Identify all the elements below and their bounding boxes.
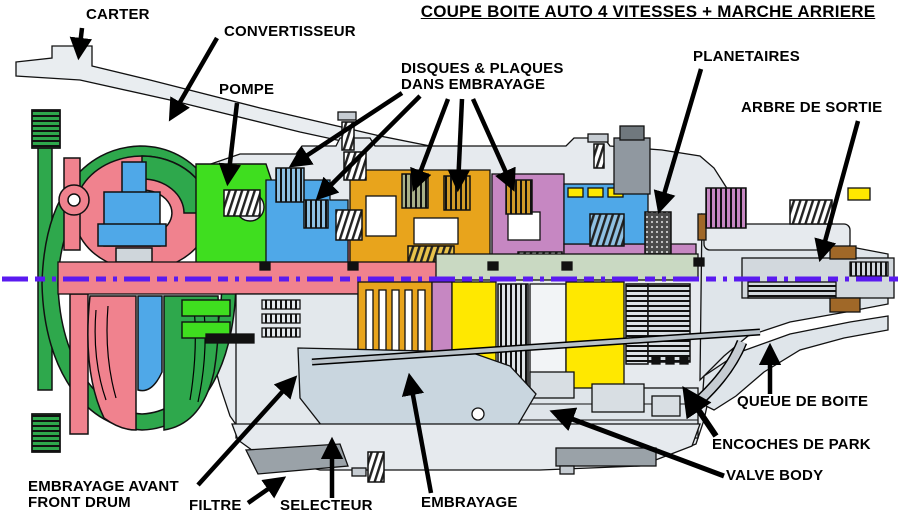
arrow-disques-5 bbox=[470, 98, 516, 192]
arrow-embrayage bbox=[401, 372, 434, 494]
case-plug bbox=[613, 137, 651, 195]
stator-blades-blue bbox=[137, 295, 163, 392]
arrow-arbre-de-sortie bbox=[814, 120, 861, 263]
label-valve-body: VALVE BODY bbox=[726, 467, 824, 484]
shaft-seal-lower bbox=[829, 297, 861, 313]
arrow-disques-2 bbox=[315, 94, 422, 201]
arrow-carter bbox=[69, 27, 93, 61]
label-filtre: FILTRE bbox=[189, 497, 242, 514]
bottom-assembly bbox=[231, 328, 761, 483]
gear-lower-yellow bbox=[565, 281, 625, 391]
arrow-disques-1 bbox=[288, 91, 404, 168]
shaft-seal-upper bbox=[829, 245, 857, 260]
label-encoches-de-park: ENCOCHES DE PARK bbox=[712, 436, 871, 453]
top-fittings bbox=[337, 111, 651, 195]
arrow-valve-body bbox=[549, 407, 725, 479]
arrow-encoches-de-park bbox=[682, 386, 719, 438]
arrow-planetaires bbox=[653, 68, 704, 215]
arrow-filtre bbox=[246, 476, 287, 505]
arrow-embrayage-avant bbox=[196, 375, 298, 487]
page-title: COUPE BOITE AUTO 4 VITESSES + MARCHE ARR… bbox=[420, 2, 876, 21]
label-selecteur: SELECTEUR bbox=[280, 497, 373, 514]
callout-arrows bbox=[69, 27, 861, 505]
impeller-blades-pink bbox=[87, 295, 137, 431]
label-carter: CARTER bbox=[86, 6, 150, 23]
arrow-convertisseur bbox=[168, 36, 219, 122]
label-convertisseur: CONVERTISSEUR bbox=[224, 23, 356, 40]
label-embrayage: EMBRAYAGE bbox=[421, 494, 518, 511]
arrow-pompe bbox=[218, 102, 242, 187]
stator-hub bbox=[97, 161, 167, 263]
label-arbre-de-sortie: ARBRE DE SORTIE bbox=[741, 99, 883, 116]
label-planetaires: PLANETAIRES bbox=[693, 48, 800, 65]
label-pompe: POMPE bbox=[219, 81, 275, 98]
arrow-disques-4 bbox=[447, 98, 470, 193]
label-queue-de-boite: QUEUE DE BOITE bbox=[737, 393, 869, 410]
arrow-disques-3 bbox=[410, 98, 451, 192]
